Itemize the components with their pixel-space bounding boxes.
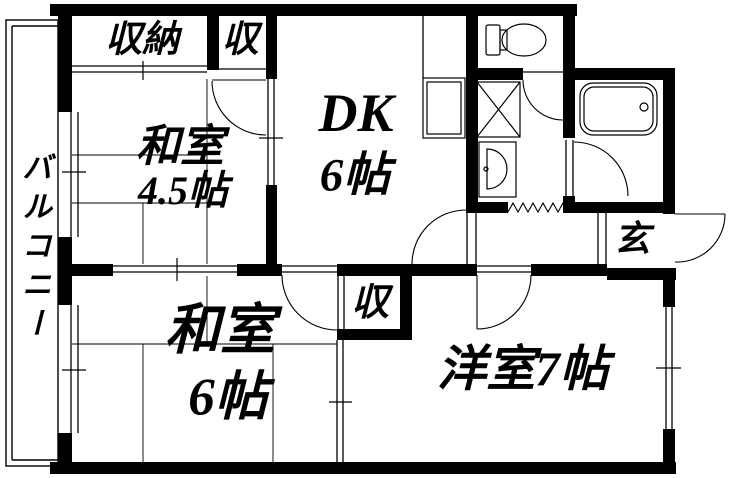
toilet-door — [522, 79, 564, 121]
wall-right-upper — [663, 68, 675, 214]
washbasin-icon — [478, 141, 517, 198]
balcony-label: バルコニー — [17, 151, 50, 347]
bath-door — [573, 141, 629, 197]
washitsu6-name: 和室 — [164, 299, 276, 361]
closet-n-label: 収 — [221, 19, 259, 61]
wall-washitsu45-dk-upper — [266, 16, 277, 79]
washitsu6-door — [281, 274, 338, 331]
wall-bath-left-lower — [563, 196, 575, 213]
washitsu6-size: 6帖 — [188, 368, 268, 427]
slider-closet-mid — [337, 276, 345, 329]
wall-right-lower — [663, 429, 675, 474]
doorway-dk-washitsu6 — [282, 265, 337, 273]
wall-mid-d — [531, 264, 607, 276]
wall-washroom-bottom — [466, 202, 508, 213]
door-arcs — [211, 79, 726, 331]
slider-washitsu45-washitsu6 — [113, 265, 237, 273]
wall-closet-divider — [207, 16, 219, 70]
wall-toilet-right — [563, 4, 575, 80]
doorjamb-dk-hall — [466, 213, 477, 264]
genkan-label: 玄 — [613, 219, 651, 259]
wall-genkan-bottom — [607, 268, 676, 280]
opening-ticks — [62, 61, 681, 403]
wall-bottom — [50, 462, 676, 474]
wall-washitsu45-dk-lower — [266, 185, 277, 276]
wall-bath-top — [563, 68, 675, 80]
closet-nw-label: 収納 — [105, 19, 179, 61]
closet-mid-label: 収 — [350, 282, 390, 324]
wall-left-upper — [58, 4, 72, 112]
wall-mid-a — [58, 264, 113, 276]
yoshitsu-label: 洋室7帖 — [437, 341, 609, 397]
genkan-step — [597, 213, 607, 264]
dk-name: DK — [318, 83, 394, 143]
doorway-yoshitsu — [477, 265, 531, 273]
washing-machine-pan-icon — [476, 81, 521, 138]
wall-toilet-left — [466, 16, 478, 202]
accordion-door — [507, 201, 567, 214]
dk-size: 6帖 — [319, 149, 391, 202]
wall-closet-mid-bottom — [337, 329, 412, 340]
closet-n-door — [211, 79, 267, 136]
fixtures — [422, 23, 658, 198]
windows-and-sliders — [70, 16, 673, 462]
washitsu45-size: 4.5帖 — [138, 168, 228, 213]
slider-washitsu6-yoshitsu — [336, 340, 344, 462]
yoshitsu-door — [476, 274, 532, 330]
doorjamb-bath — [565, 140, 574, 196]
slider-closet-nw — [72, 65, 207, 73]
wall-toilet-bottom — [466, 68, 523, 80]
toilet-icon — [485, 23, 547, 57]
wall-top — [50, 4, 577, 16]
kitchen-counter-icon — [422, 77, 466, 139]
tatami-washitsu45 — [72, 79, 208, 264]
washitsu45-name: 和室 — [136, 122, 224, 171]
wall-bath-bottom — [565, 202, 675, 213]
wall-closet-mid-right — [400, 264, 412, 340]
tatami-lines — [72, 79, 337, 462]
dk-hall-door — [411, 209, 467, 265]
window-washitsu45-left — [70, 112, 79, 237]
bathtub-icon — [579, 82, 658, 136]
entrance-front-door — [674, 213, 726, 263]
tatami-washitsu6 — [72, 276, 337, 462]
wall-bath-left-upper — [563, 68, 575, 138]
wall-mid-b — [237, 264, 282, 276]
walls — [50, 4, 676, 474]
window-washitsu6-left — [70, 305, 79, 433]
slider-washitsu45-dk — [267, 79, 275, 185]
